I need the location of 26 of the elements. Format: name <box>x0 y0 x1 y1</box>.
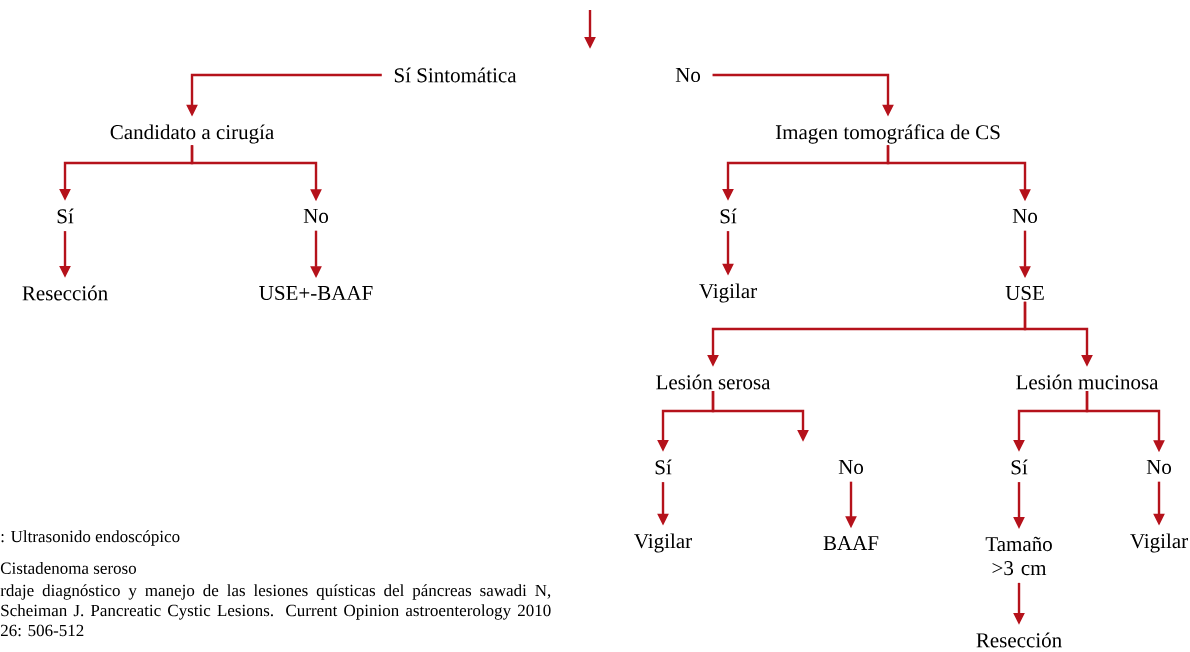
note-text: Cistadenoma seroso <box>0 562 137 574</box>
node-label: Imagen tomográfica de CS <box>775 124 1000 144</box>
node-label: No <box>838 460 864 474</box>
node-label: Tamaño >3 cm <box>985 536 1052 576</box>
node-label: Lesión mucinosa <box>1016 374 1159 390</box>
node-label: Resección <box>976 632 1062 648</box>
node-label: Sí Sintomática <box>394 67 517 83</box>
node-label: Sí <box>57 208 74 224</box>
note-text: : Ultrasonido endoscópico <box>1 530 180 546</box>
node-label: Sí <box>1011 459 1028 475</box>
node-label: Sí <box>720 208 737 224</box>
node-label: Candidato a cirugía <box>110 124 274 144</box>
node-label: Vigilar <box>699 283 757 303</box>
node-label: USE+-BAAF <box>259 285 373 301</box>
node-label: No <box>675 68 701 82</box>
node-label: USE <box>1005 285 1044 301</box>
node-label: Resección <box>22 285 108 301</box>
node-label: Sí <box>655 459 672 475</box>
note-text: rdaje diagnóstico y manejo de las lesiones quísticas del páncreas sawadi N, Scheiman J. Pancreatic Cystic Lesions. Current Opinion astroenterology 2010 26: 506-512 <box>0 584 551 637</box>
node-label: No <box>1012 209 1038 223</box>
node-label: Vigilar <box>634 533 692 553</box>
node-label: No <box>303 209 329 223</box>
node-label: BAAF <box>823 536 879 550</box>
node-label: Lesión serosa <box>656 374 771 390</box>
node-label: No <box>1146 460 1172 474</box>
node-label: Vigilar <box>1130 533 1188 553</box>
